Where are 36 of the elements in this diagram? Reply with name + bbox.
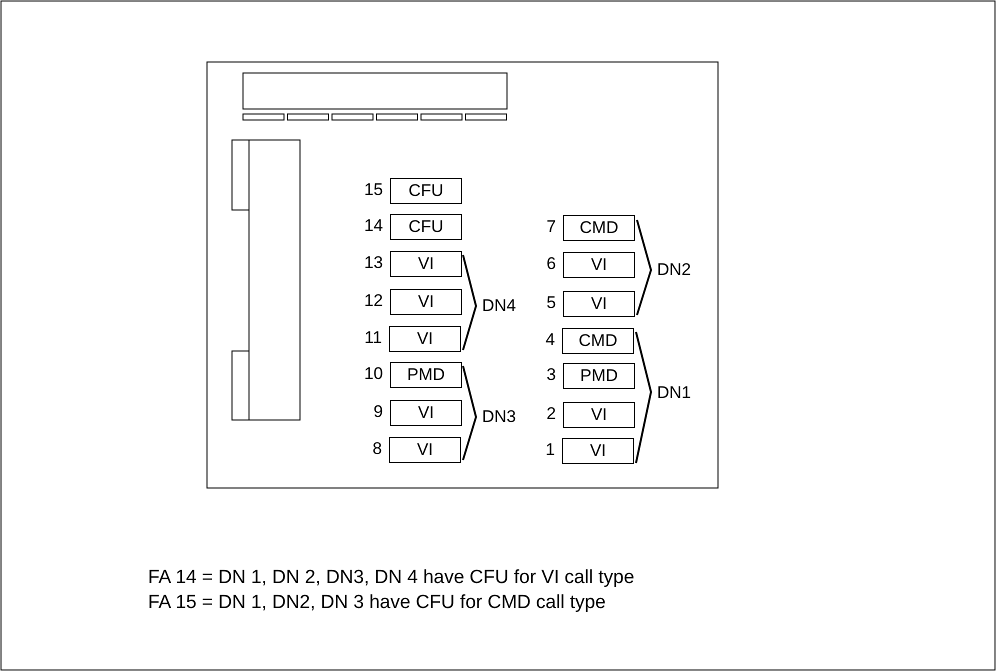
key-number: 14 <box>363 216 383 236</box>
key-button: CFU <box>390 178 462 204</box>
key-button: VI <box>563 291 635 317</box>
line-group-label: DN2 <box>657 260 692 280</box>
key-number: 7 <box>546 217 556 237</box>
key-number: 5 <box>546 293 556 313</box>
key-button: PMD <box>563 363 635 389</box>
key-button: VI <box>389 437 461 463</box>
key-button: CFU <box>390 214 462 240</box>
key-number: 6 <box>546 254 556 274</box>
line-group-label: DN3 <box>482 407 516 427</box>
key-number: 8 <box>372 439 382 459</box>
key-number: 12 <box>363 291 383 311</box>
key-number: 4 <box>544 330 555 350</box>
key-button: VI <box>390 400 462 426</box>
key-button: CMD <box>563 215 635 241</box>
key-button: VI <box>562 438 634 464</box>
key-number: 1 <box>544 440 555 460</box>
key-button: CMD <box>562 328 634 354</box>
key-button: VI <box>390 289 462 315</box>
line-group-label: DN4 <box>482 296 516 316</box>
key-number: 13 <box>363 253 383 273</box>
key-button: PMD <box>390 362 462 388</box>
key-button: VI <box>390 251 462 277</box>
key-number: 15 <box>363 180 383 200</box>
key-number: 3 <box>546 365 556 385</box>
key-button: VI <box>389 326 461 352</box>
key-number: 2 <box>546 404 556 424</box>
note-text: FA 15 = DN 1, DN2, DN 3 have CFU for CMD call type <box>148 592 606 614</box>
key-button: VI <box>563 252 635 278</box>
key-button: VI <box>563 402 635 428</box>
key-number: 11 <box>363 328 382 348</box>
line-group-label: DN1 <box>657 383 692 403</box>
key-number: 10 <box>363 364 383 384</box>
key-number: 9 <box>372 402 383 422</box>
note-text: FA 14 = DN 1, DN 2, DN3, DN 4 have CFU for VI call type <box>148 567 634 589</box>
